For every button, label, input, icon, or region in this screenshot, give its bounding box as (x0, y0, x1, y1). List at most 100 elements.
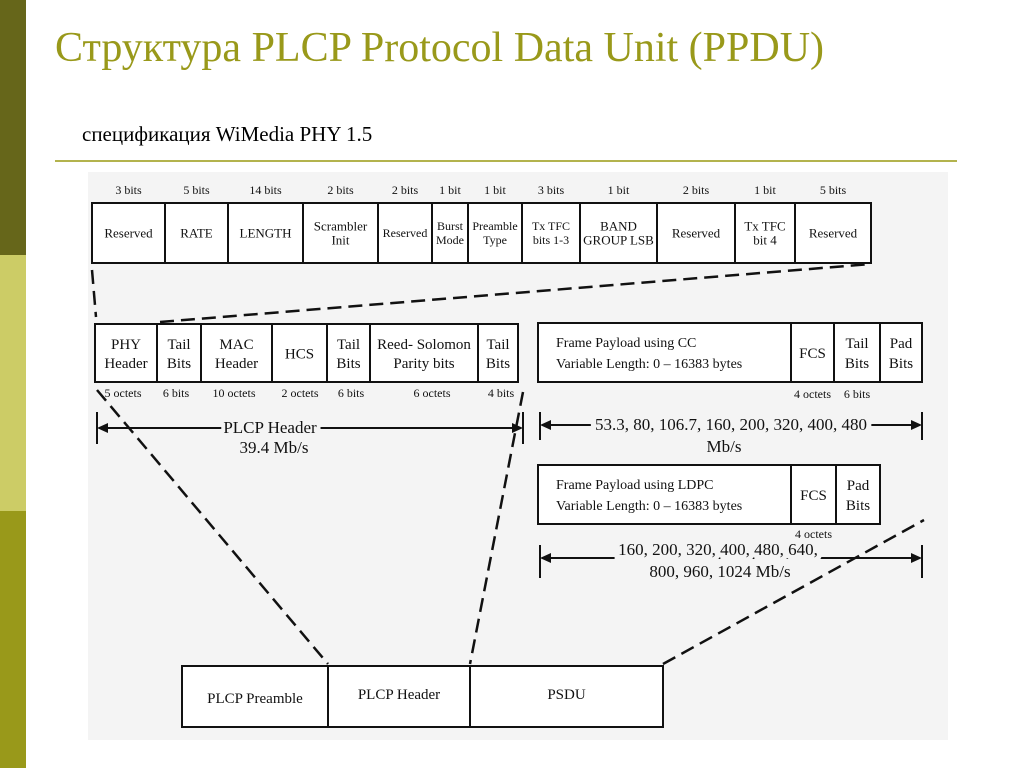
connector-psdu-right (662, 518, 925, 666)
plcp-header-span-arrow-head-right (512, 423, 523, 433)
cc-payload-field-label: Bits (845, 356, 869, 372)
plcp-header-field-size: 6 bits (338, 386, 365, 400)
plcp-header-field-size: 5 octets (105, 386, 142, 400)
plcp-header-field-size: 2 octets (282, 386, 319, 400)
connector-top-right (159, 262, 872, 324)
cc-payload-field-label: FCS (799, 346, 826, 362)
plcp-header-field-size: 6 octets (414, 386, 451, 400)
cc-payload-field-label: Pad (890, 336, 913, 352)
cc-payload-field-size: 4 octets (794, 387, 831, 401)
plcp-header-field-size: 6 bits (163, 386, 190, 400)
plcp-header-field-label: Tail (486, 337, 509, 353)
plcp-header-field-label: Bits (336, 356, 360, 372)
plcp-header-field-row (94, 323, 519, 383)
phy-header-field-width: 2 bits (392, 183, 419, 197)
ldpc-rate-values-2: 800, 960, 1024 Mb/s (649, 562, 790, 581)
phy-header-field-label: BAND (600, 219, 637, 234)
phy-header-field-row (91, 202, 872, 264)
ldpc-payload-row (537, 464, 881, 525)
phy-header-field-label: Preamble (472, 219, 517, 233)
plcp-header-field-label: Bits (167, 356, 191, 372)
phy-header-field-label: Reserved (672, 226, 721, 241)
plcp-header-field-label: Reed- Solomon (377, 337, 471, 353)
phy-header-field-label: bit 4 (753, 233, 777, 248)
phy-header-field-label: GROUP LSB (583, 233, 654, 248)
phy-header-field-label: LENGTH (240, 226, 292, 241)
ldpc-rate-arrow-head-right (911, 553, 922, 563)
phy-header-field-label: Scrambler (314, 219, 368, 234)
cc-payload-field-size: 6 bits (844, 387, 871, 401)
ppdu-part-label: PLCP Preamble (207, 691, 303, 707)
plcp-header-field-label: Tail (337, 337, 360, 353)
phy-header-field-label: Tx TFC (744, 219, 785, 234)
ldpc-payload-field-label: Bits (846, 498, 870, 514)
plcp-header-field-label: Header (215, 356, 258, 372)
ppdu-row (181, 665, 664, 728)
connector-top-left (90, 269, 98, 318)
cc-payload-field-label: Bits (889, 356, 913, 372)
title-divider (55, 160, 957, 162)
plcp-header-field-label: MAC (219, 337, 253, 353)
ldpc-payload-field-label: Pad (847, 478, 870, 494)
decor-bar-middle (0, 255, 26, 511)
phy-header-field-label: Init (331, 233, 349, 248)
phy-header-field-label: Reserved (104, 226, 153, 241)
phy-header-field-label: Reserved (809, 226, 858, 241)
ldpc-rate-arrow-head-left (540, 553, 551, 563)
cc-rate-arrow-head-left (540, 420, 551, 430)
phy-header-field-width: 5 bits (183, 183, 210, 197)
phy-header-field-width: 1 bit (608, 183, 630, 197)
phy-header-field-width: 5 bits (820, 183, 847, 197)
plcp-header-label: PLCP Header (223, 418, 317, 437)
plcp-header-field-label: HCS (285, 346, 314, 362)
phy-header-field-width: 3 bits (538, 183, 565, 197)
phy-header-field-label: Type (483, 233, 507, 247)
cc-payload-field-label: Tail (845, 336, 868, 352)
connector-lines (90, 262, 925, 666)
decor-bar-bottom (0, 511, 26, 768)
plcp-header-field-size: 4 bits (488, 386, 515, 400)
slide-title: Структура PLCP Protocol Data Unit (PPDU) (55, 25, 825, 71)
phy-header-field-width: 3 bits (115, 183, 142, 197)
phy-header-field-width: 2 bits (327, 183, 354, 197)
plcp-header-field-label: Parity bits (393, 356, 454, 372)
phy-header-field-label: Mode (436, 233, 464, 247)
phy-header-field-label: bits 1-3 (533, 233, 569, 247)
plcp-header-field-label: Tail (167, 337, 190, 353)
phy-header-field-label: Burst (437, 219, 464, 233)
plcp-header-field-size: 10 octets (213, 386, 256, 400)
ldpc-rate-values: 160, 200, 320, 400, 480, 640, (618, 540, 818, 559)
phy-header-field-label: Reserved (383, 226, 428, 240)
phy-header-field-width: 1 bit (754, 183, 776, 197)
diagram-background (88, 172, 948, 740)
cc-rate-arrow-head-right (911, 420, 922, 430)
field-boxes (91, 202, 923, 728)
plcp-header-field-label: PHY (111, 337, 141, 353)
phy-header-field-width: 1 bit (439, 183, 461, 197)
decor-bar-top (0, 0, 26, 255)
ldpc-payload-label: Frame Payload using LDPC (556, 478, 714, 493)
phy-header-field-label: Tx TFC (532, 219, 570, 233)
plcp-header-span-arrow-head-left (97, 423, 108, 433)
plcp-header-rate: 39.4 Mb/s (240, 438, 309, 457)
cc-payload-row (537, 322, 923, 383)
connector-header-right (468, 391, 525, 665)
cc-payload-label: Frame Payload using CC (556, 336, 696, 351)
slide-subtitle: спецификация WiMedia PHY 1.5 (82, 122, 373, 146)
ldpc-payload-label: Variable Length: 0 – 16383 bytes (556, 499, 742, 514)
phy-header-field-width: 2 bits (683, 183, 710, 197)
phy-header-field-width: 14 bits (249, 183, 282, 197)
ldpc-payload-field-size: 4 octets (795, 527, 832, 541)
phy-header-field-width: 1 bit (484, 183, 506, 197)
ppdu-part-label: PLCP Header (358, 687, 440, 703)
cc-payload-label: Variable Length: 0 – 16383 bytes (556, 357, 742, 372)
ppdu-part-label: PSDU (547, 687, 586, 703)
connector-header-left (96, 389, 329, 665)
plcp-header-field-label: Header (104, 356, 147, 372)
cc-rate-unit: Mb/s (707, 437, 742, 456)
cc-rate-values: 53.3, 80, 106.7, 160, 200, 320, 400, 480 (595, 415, 867, 434)
phy-header-field-label: RATE (180, 226, 213, 241)
ldpc-payload-field-label: FCS (800, 488, 827, 504)
